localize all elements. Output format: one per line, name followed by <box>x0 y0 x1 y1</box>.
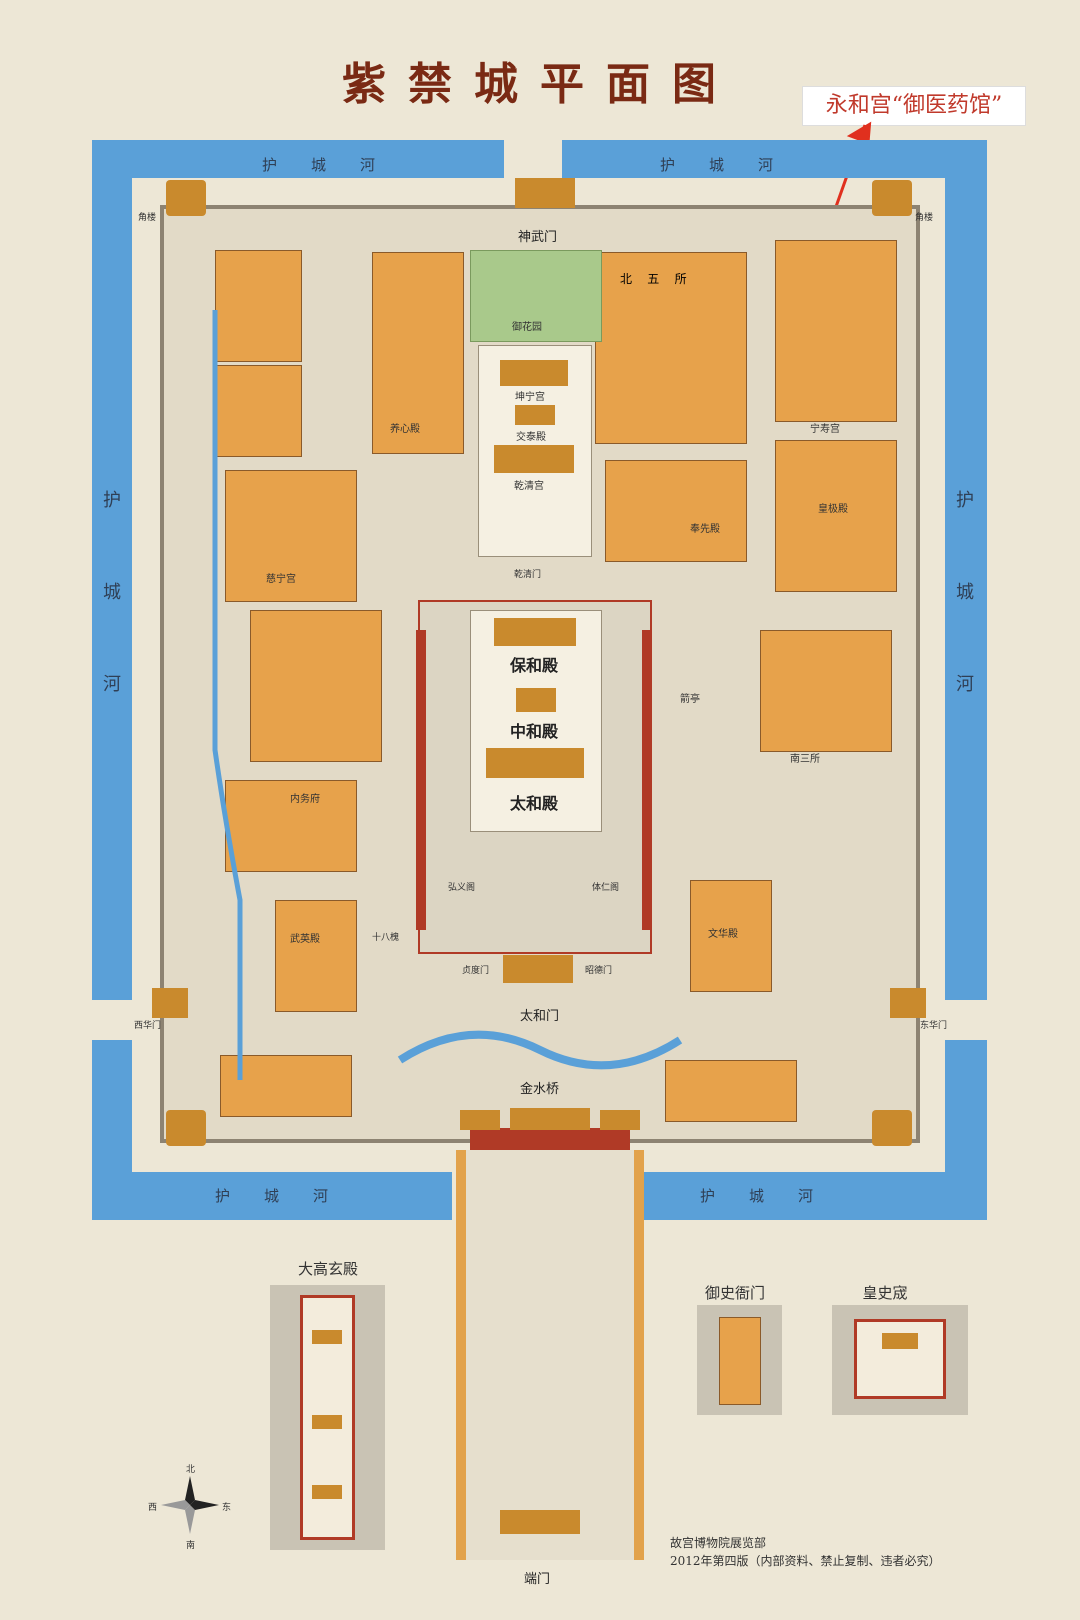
moat-north-west <box>92 140 504 178</box>
moat-label-sw: 护城河 <box>215 1187 363 1205</box>
moat-west-upper <box>92 140 132 1000</box>
meridian-gate-roof-c <box>510 1108 590 1130</box>
huangji-label: 皇极殿 <box>818 504 848 515</box>
neiwufu-compound <box>225 780 357 872</box>
three-terraces <box>470 610 602 832</box>
southeast-compound <box>665 1060 797 1122</box>
moat-south-east <box>632 1172 987 1220</box>
north-wufusuo-label: 北 五 所 <box>620 272 687 286</box>
inset-title-dagaoxuan: 大高玄殿 <box>297 1260 358 1278</box>
moat-label-west: 护 城 河 <box>103 490 121 695</box>
inner-river-west <box>212 310 243 1080</box>
taihe-gate-roof <box>503 955 573 983</box>
qianqing-gate-label: 乾清门 <box>514 570 542 580</box>
corner-tower-ne <box>872 180 912 216</box>
zhendu-label: 贞度门 <box>462 966 490 976</box>
end-gate-label: 端门 <box>524 1572 551 1587</box>
taihe-gate-label: 太和门 <box>520 1009 560 1024</box>
meridian-gate-roof-e <box>600 1110 640 1130</box>
wuying-label: 武英殿 <box>290 934 320 945</box>
donghua-gate-label: 东华门 <box>920 1021 948 1031</box>
cining-compound <box>225 470 357 602</box>
imperial-garden <box>470 250 602 342</box>
taihe-label: 太和殿 <box>510 794 559 813</box>
approach-avenue <box>456 1150 644 1560</box>
compass-rose <box>161 1476 219 1534</box>
moat-south-west <box>92 1172 452 1220</box>
footer-publisher: 故宫博物院展览部 <box>670 1536 767 1550</box>
moat-east-upper <box>945 140 987 1000</box>
zhonghe-roof <box>516 688 556 712</box>
inset-dagaoxuan <box>270 1285 385 1550</box>
compass-south: 南 <box>186 1541 196 1551</box>
fengxian-compound <box>605 460 747 562</box>
jinshui-bridge-label: 金水桥 <box>520 1082 560 1097</box>
map-title: 紫禁城平面图 <box>342 59 738 110</box>
wenhua-compound <box>690 880 772 992</box>
xihua-gate-roof <box>152 988 188 1018</box>
zhonghe-label: 中和殿 <box>510 722 559 741</box>
hongyi-label: 弘义阁 <box>448 883 476 893</box>
west-six-palaces <box>372 252 464 454</box>
imperial-garden-label: 御花园 <box>512 322 542 333</box>
callout-label: 永和宫“御医药馆” <box>802 86 1026 126</box>
qianqing-roof <box>494 445 574 473</box>
compass-west: 西 <box>148 1503 158 1513</box>
kunning-roof <box>500 360 568 386</box>
cining-label: 慈宁宫 <box>266 574 296 585</box>
moat-label-se: 护城河 <box>700 1187 848 1205</box>
moat-north-east <box>562 140 987 178</box>
jianting-label: 箭亭 <box>680 694 700 705</box>
corner-tower-se <box>872 1110 912 1146</box>
wuying-compound <box>275 900 357 1012</box>
inset-title-yushi: 御史衙门 <box>704 1284 765 1302</box>
end-gate-roof <box>500 1510 580 1534</box>
qianqing-label: 乾清宫 <box>514 481 544 492</box>
ningshou-garden <box>775 240 897 422</box>
jiaotai-roof <box>515 405 555 425</box>
meridian-gate-roof-w <box>460 1110 500 1130</box>
east-corridor <box>642 630 652 930</box>
footer-edition: 2012年第四版（内部资料、禁止复制、违者必究） <box>670 1554 941 1568</box>
corner-tower-sw <box>166 1110 206 1146</box>
inset-huangshicheng <box>832 1305 968 1415</box>
moat-label-east: 护 城 河 <box>956 490 974 695</box>
fengxian-label: 奉先殿 <box>690 524 720 535</box>
jinshui-river <box>397 1030 683 1070</box>
corner-tower-nw <box>166 180 206 216</box>
xihua-gate-label: 西华门 <box>134 1021 162 1031</box>
taihe-roof <box>486 748 584 778</box>
compass-east: 东 <box>222 1503 232 1513</box>
west-corridor <box>416 630 426 930</box>
shibakuai-label: 十八槐 <box>372 933 400 943</box>
tiren-label: 体仁阁 <box>592 883 620 893</box>
corner-tower-label: 角楼 <box>138 213 157 223</box>
shenwu-gate-roof <box>515 178 575 208</box>
moat-label-ne: 护城河 <box>660 156 808 174</box>
shenwu-gate-label: 神武门 <box>518 230 558 245</box>
compass-north: 北 <box>186 1465 196 1475</box>
zhaode-label: 昭德门 <box>585 966 613 976</box>
neiwufu-label: 内务府 <box>290 794 320 805</box>
east-six-palaces <box>595 252 747 444</box>
nansansuo-compound <box>760 630 892 752</box>
west-compound <box>250 610 382 762</box>
moat-label-nw: 护城河 <box>262 156 410 174</box>
wenhua-label: 文华殿 <box>708 929 738 940</box>
palace-compound <box>215 250 302 362</box>
baohe-label: 保和殿 <box>510 656 559 675</box>
donghua-gate-roof <box>890 988 926 1018</box>
inset-title-huangshicheng: 皇史宬 <box>862 1284 908 1302</box>
inset-yushi <box>697 1305 782 1415</box>
baohe-roof <box>494 618 576 646</box>
ningshou-compound <box>775 440 897 592</box>
nansansuo-label: 南三所 <box>790 754 820 765</box>
jiaotai-label: 交泰殿 <box>516 432 546 443</box>
ningshou-label: 宁寿宫 <box>810 424 840 435</box>
kunning-label: 坤宁宫 <box>515 392 545 403</box>
palace-compound <box>215 365 302 457</box>
corner-tower-label: 角楼 <box>915 213 934 223</box>
yangxin-label: 养心殿 <box>390 424 420 435</box>
